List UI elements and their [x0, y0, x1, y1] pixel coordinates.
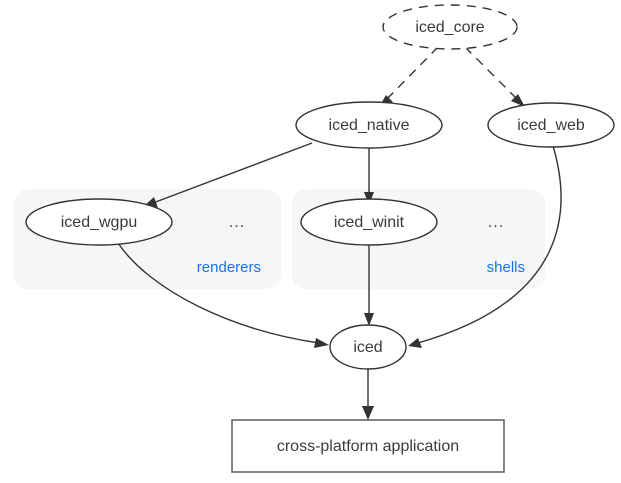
node-iced-core[interactable]: iced_core [382, 4, 518, 50]
edge-iced-core-to-iced-native-line [384, 46, 439, 102]
node-iced-native-shape[interactable] [295, 101, 443, 149]
node-iced-winit-label: iced_winit [334, 214, 405, 231]
node-iced-winit-shape[interactable] [300, 198, 438, 246]
node-iced-native[interactable]: iced_native [295, 101, 443, 149]
edge-iced-web-to-iced [408, 145, 562, 348]
cluster-renderers-label: renderers [197, 259, 261, 276]
cluster-shells-label: shells [487, 259, 525, 276]
edge-iced-to-application [362, 369, 374, 420]
edge-iced-core-to-iced-web-arrowhead [511, 94, 525, 107]
edge-iced-winit-to-iced [364, 245, 374, 326]
edge-iced-winit-to-iced-arrowhead [364, 313, 374, 326]
edge-iced-wgpu-to-iced-line [117, 242, 320, 344]
node-iced-wgpu[interactable]: iced_wgpu [25, 198, 173, 246]
node-iced-wgpu-label: iced_wgpu [61, 214, 138, 231]
node-iced-web-label: iced_web [517, 117, 585, 134]
node-iced-web-shape[interactable] [487, 102, 615, 148]
edge-iced-core-to-iced-native [379, 46, 439, 107]
node-iced-core-label: iced_core [415, 19, 484, 36]
node-iced-web[interactable]: iced_web [487, 102, 615, 148]
node-iced-core-shape[interactable] [382, 4, 518, 50]
edge-iced-wgpu-to-iced [117, 242, 329, 348]
node-iced-label: iced [353, 339, 382, 356]
node-application-label: cross-platform application [277, 438, 459, 455]
node-iced-shape[interactable] [329, 324, 407, 370]
cluster-renderers-ellipsis: ... [229, 214, 245, 231]
node-iced[interactable]: iced [329, 324, 407, 370]
cluster-shells-ellipsis: ... [488, 214, 504, 231]
node-application-shape[interactable] [231, 419, 505, 473]
edge-iced-wgpu-to-iced-arrowhead [314, 338, 329, 348]
edge-iced-native-to-iced-wgpu-line [152, 142, 313, 204]
node-iced-winit[interactable]: iced_winit [300, 198, 438, 246]
edge-iced-core-to-iced-web-line [464, 46, 520, 102]
edge-iced-web-to-iced-line [417, 145, 562, 344]
edge-iced-to-application-arrowhead [362, 406, 374, 420]
node-iced-wgpu-shape[interactable] [25, 198, 173, 246]
edge-iced-core-to-iced-web [464, 46, 525, 107]
node-iced-native-label: iced_native [329, 117, 410, 134]
edge-iced-web-to-iced-arrowhead [408, 338, 422, 348]
node-application[interactable]: cross-platform application [231, 419, 505, 473]
